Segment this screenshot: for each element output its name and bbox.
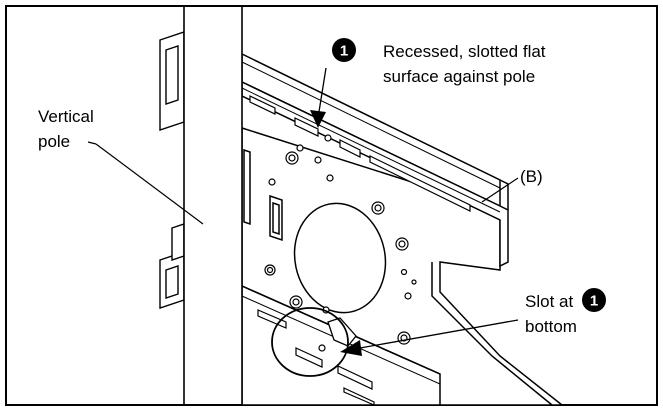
vertical-pole-label-line2: pole bbox=[38, 132, 70, 151]
callout-badge bbox=[332, 38, 356, 62]
recessed-label-line2: surface against pole bbox=[383, 67, 535, 86]
vertical-pole-label-line1: Vertical bbox=[38, 107, 94, 126]
slot-leader-line bbox=[359, 319, 519, 349]
bracket-b-label: (B) bbox=[520, 167, 543, 186]
recessed-arrowhead bbox=[310, 110, 326, 128]
slot-label-line1: Slot at bbox=[525, 292, 573, 311]
slot-callout-badge-number: 1 bbox=[590, 293, 598, 310]
callout-slot-bottom: Slot at 1 bottom bbox=[271, 288, 606, 377]
callout-bracket-b: (B) bbox=[481, 167, 543, 203]
slot-highlight-circle bbox=[271, 307, 349, 377]
plate-holes bbox=[264, 151, 417, 345]
left-bracket-ends bbox=[159, 31, 185, 309]
top-bracket-rail bbox=[241, 52, 509, 268]
slot-callout-badge bbox=[582, 288, 606, 312]
callout-recessed: 1 Recessed, slotted flat surface against… bbox=[310, 38, 546, 128]
vertical-pole-leader-tick bbox=[87, 141, 97, 145]
vertical-pole bbox=[183, 7, 243, 404]
bracket-b-leader-line bbox=[481, 177, 519, 203]
callout-badge-number: 1 bbox=[340, 43, 348, 60]
top-rail-slots bbox=[249, 95, 471, 212]
slot-label-line2: bottom bbox=[525, 317, 577, 336]
vertical-pole-leader-line bbox=[95, 143, 204, 225]
callout-vertical-pole: Vertical pole bbox=[38, 107, 204, 225]
recessed-label-line1: Recessed, slotted flat bbox=[383, 42, 546, 61]
recessed-leader-line bbox=[317, 67, 327, 119]
